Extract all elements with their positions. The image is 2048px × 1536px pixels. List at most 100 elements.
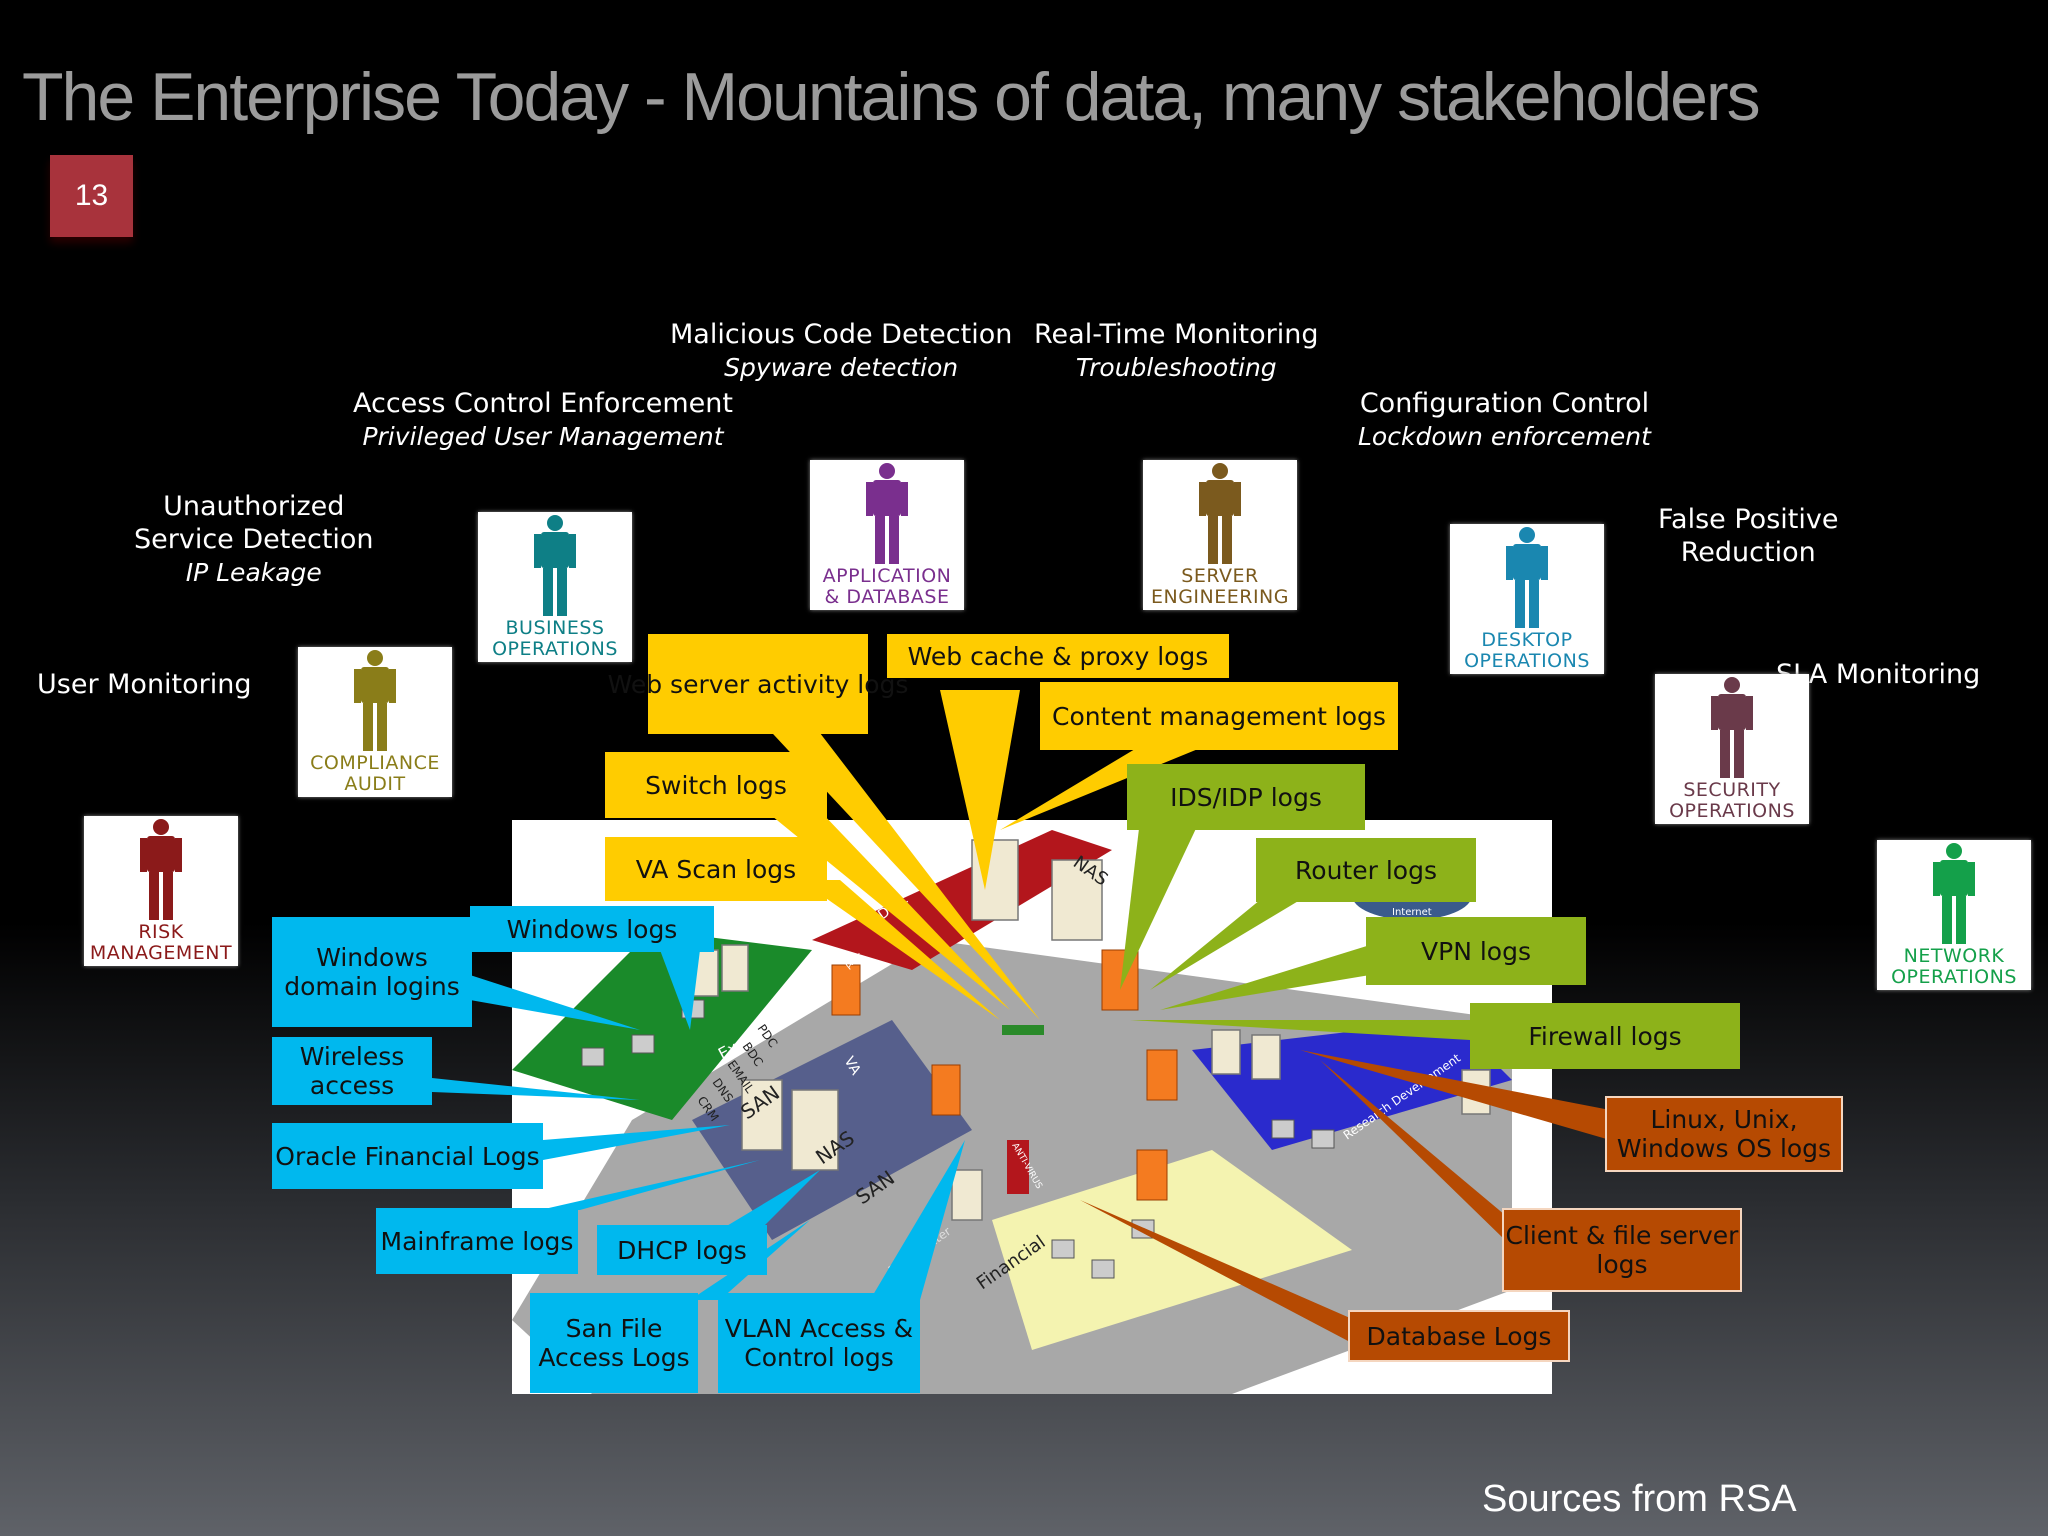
callout-router-logs: Router logs: [1256, 838, 1476, 902]
pointer-router: [1150, 900, 1300, 990]
firewall-acl-icon: [1136, 1149, 1168, 1201]
pointer-ids: [1120, 820, 1200, 990]
stakeholder-label-2: MANAGEMENT: [89, 942, 233, 964]
slide-number-badge: 13: [50, 155, 133, 237]
callout-database-logs: Database Logs: [1348, 1310, 1570, 1362]
callout-vpn-logs: VPN logs: [1366, 917, 1586, 985]
pointer-va-scan: [800, 880, 1000, 1020]
page-title: The Enterprise Today - Mountains of data…: [22, 59, 1761, 135]
stakeholder-label-1: SERVER: [1181, 565, 1259, 587]
caption-sub: IP Leakage: [185, 558, 322, 587]
stakeholder-label-1: SECURITY: [1683, 779, 1781, 801]
caption-line2: Service Detection: [134, 524, 374, 555]
pointer-web-cache: [940, 690, 1020, 890]
stakeholder-label-2: ENGINEERING: [1150, 586, 1289, 608]
stakeholder-label-1: COMPLIANCE: [310, 752, 440, 774]
server-icon: [1211, 1029, 1241, 1075]
callout-windows-logs: Windows logs: [470, 906, 714, 952]
callout-vlan-access-control-logs: VLAN Access & Control logs: [718, 1293, 920, 1393]
stakeholder-label-2: & DATABASE: [824, 586, 950, 608]
caption-main: Configuration Control: [1359, 388, 1650, 419]
source-credit: Sources from RSA: [1482, 1478, 1797, 1520]
callout-ids-idp-logs: IDS/IDP logs: [1127, 764, 1365, 830]
stakeholder-label-2: OPERATIONS: [1464, 650, 1590, 672]
caption-false-positive: False Positive Reduction: [1658, 503, 1838, 569]
caption-sub: Spyware detection: [724, 353, 959, 382]
callout-content-management-logs: Content management logs: [1040, 682, 1398, 750]
stakeholder-label-2: OPERATIONS: [1891, 966, 2017, 988]
server-icon: [721, 944, 749, 992]
pointer-vlan: [870, 1140, 965, 1300]
switch-icon: [1002, 1025, 1044, 1035]
callout-mainframe-logs: Mainframe logs: [376, 1208, 578, 1274]
person-icon: [1506, 527, 1548, 628]
callout-web-server-logs: Web server activity logs: [608, 634, 908, 734]
callout-web-cache-logs: Web cache & proxy logs: [887, 634, 1229, 678]
server-icon: [951, 1169, 983, 1221]
caption-line2: Reduction: [1680, 537, 1816, 568]
antivirus-icon: [1007, 1140, 1029, 1194]
caption-line1: False Positive: [1658, 504, 1839, 535]
workstation-icon: [631, 1034, 655, 1054]
person-icon: [354, 650, 396, 751]
pointer-wireless: [432, 1078, 640, 1100]
pointer-mainframe: [540, 1160, 760, 1210]
person-icon: [1199, 463, 1241, 564]
callout-firewall-logs: Firewall logs: [1470, 1003, 1740, 1069]
caption-realtime-monitoring: Real-Time Monitoring Troubleshooting: [1034, 318, 1319, 384]
workstation-icon: [1091, 1259, 1115, 1279]
san-server-icon: [791, 1089, 839, 1171]
caption-unauthorized-service: Unauthorized Service Detection IP Leakag…: [134, 490, 374, 589]
pointer-windows-domain: [470, 975, 640, 1030]
firewall-acl-icon: [1146, 1049, 1178, 1101]
stakeholder-application-database: APPLICATION& DATABASE: [810, 460, 964, 610]
pointer-content-management: [1000, 740, 1220, 830]
workstation-icon: [581, 1047, 605, 1067]
nas-server-icon: [1051, 859, 1103, 941]
stakeholder-label-1: RISK: [138, 921, 184, 943]
zone-label-internet: Internet: [1392, 907, 1432, 918]
callout-wireless-access: Wireless access: [272, 1037, 432, 1105]
callout-switch-logs: Switch logs: [605, 752, 827, 818]
caption-sub: Privileged User Management: [362, 422, 724, 451]
caption-sub: Troubleshooting: [1075, 353, 1277, 382]
caption-access-control: Access Control Enforcement Privileged Us…: [353, 387, 733, 453]
workstation-icon: [1311, 1129, 1335, 1149]
person-icon: [866, 463, 908, 564]
caption-sub: Lockdown enforcement: [1358, 422, 1651, 451]
stakeholder-label-1: NETWORK: [1903, 945, 2005, 967]
callout-windows-domain-logins: Windows domain logins: [272, 917, 472, 1027]
pointer-oracle: [543, 1125, 730, 1160]
callout-san-file-access-logs: San File Access Logs: [530, 1293, 698, 1393]
caption-line1: Unauthorized: [163, 491, 345, 522]
stakeholder-label-2: OPERATIONS: [1669, 800, 1795, 822]
pointer-vpn: [1160, 945, 1370, 1010]
caption-user-monitoring: User Monitoring: [37, 669, 252, 700]
stakeholder-label-1: APPLICATION: [822, 565, 952, 587]
server-icon: [1251, 1034, 1281, 1080]
caption-malicious-code: Malicious Code Detection Spyware detecti…: [670, 318, 1012, 384]
firewall-acl-icon: [831, 964, 861, 1016]
caption-sla-monitoring: SLA Monitoring: [1776, 659, 1981, 690]
caption-main: Real-Time Monitoring: [1034, 319, 1319, 350]
callout-va-scan-logs: VA Scan logs: [605, 837, 827, 901]
stakeholder-label-2: AUDIT: [344, 773, 406, 795]
caption-main: Malicious Code Detection: [670, 319, 1013, 350]
pointer-client: [1320, 1060, 1505, 1240]
san-server-icon: [741, 1079, 783, 1151]
pointer-windows: [660, 950, 700, 1030]
pointer-dhcp: [720, 1170, 820, 1230]
stakeholder-label-2: OPERATIONS: [492, 638, 618, 660]
callout-client-file-server-logs: Client & file server logs: [1502, 1208, 1742, 1292]
workstation-icon: [1051, 1239, 1075, 1259]
firewall-acl-icon: [931, 1064, 961, 1116]
nas-server-icon: [971, 839, 1019, 921]
callout-linux-unix-windows-os-logs: Linux, Unix, Windows OS logs: [1605, 1096, 1843, 1172]
